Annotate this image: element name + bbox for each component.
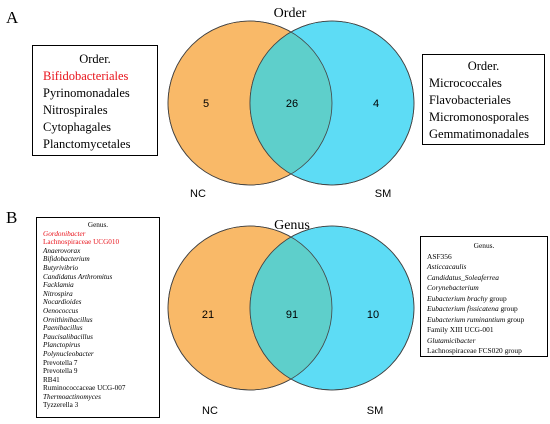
- taxon-item: Polynucleobacter: [43, 349, 94, 358]
- box-header: Genus.: [473, 241, 495, 250]
- taxon-item: Micromonosporales: [429, 110, 529, 124]
- taxon-item: Oenococcus: [43, 306, 79, 315]
- taxon-item: Eubacterium fissicatena group: [427, 304, 547, 315]
- panel-letter-b: B: [6, 208, 18, 227]
- box-header: Genus.: [87, 221, 109, 229]
- taxon-part: group: [487, 293, 507, 303]
- taxon-part: Eubacterium fissicatena: [427, 304, 499, 313]
- taxon-item: Micrococcales: [429, 76, 502, 90]
- panel-letter-a: A: [6, 8, 19, 27]
- box-header: Order.: [79, 52, 111, 66]
- taxon-item: Corynebacterium: [427, 283, 479, 292]
- taxon-item: Ruminococcaceae UCG-007: [43, 384, 126, 393]
- label-sm: SM: [367, 405, 384, 417]
- venn-order: 5 26 4 NC SM Order: [167, 6, 415, 200]
- taxon-item: Anaerovorax: [43, 246, 81, 255]
- taxon-item: Facklamia: [43, 281, 74, 290]
- label-nc: NC: [190, 188, 206, 200]
- taxon-item: Family XIII UCG-001: [427, 325, 494, 334]
- taxon-item: Paenibacillus: [43, 324, 83, 333]
- taxon-part: group: [498, 304, 518, 313]
- taxon-item: Candidatus Arthromitus: [43, 272, 113, 281]
- venn-genus: 21 91 10 NC SM Genus: [167, 218, 415, 417]
- taxon-item: Nitrospirales: [43, 103, 108, 117]
- count-shared: 26: [286, 98, 298, 110]
- taxon-item: Nocardioides: [43, 298, 82, 307]
- taxon-item: Pyrinomonadales: [43, 86, 130, 100]
- taxon-item: Ornithinibacillus: [43, 315, 93, 324]
- box-header: Order.: [467, 59, 500, 73]
- taxon-item: Paucisalibacillus: [43, 332, 93, 341]
- taxon-item: Nitrospira: [43, 289, 73, 298]
- count-right-only: 10: [367, 309, 379, 321]
- label-sm: SM: [375, 188, 392, 200]
- taxon-item: Asticcacaulis: [427, 262, 467, 271]
- taxon-item: Butyrivibrio: [43, 263, 79, 272]
- taxon-item: Planctomycetales: [43, 137, 131, 151]
- taxon-item: Tyzzerella 3: [43, 401, 79, 410]
- taxon-item: Thermoactinomyces: [43, 392, 101, 401]
- taxon-item: Cytophagales: [43, 120, 112, 134]
- count-shared: 91: [286, 309, 298, 321]
- taxon-item: Eubacterium brachy group: [427, 294, 547, 305]
- taxon-part: group: [505, 314, 525, 324]
- taxon-item: Prevotella 7: [43, 358, 78, 367]
- count-left-only: 21: [202, 309, 214, 321]
- taxon-item: ASF356: [427, 251, 452, 261]
- taxon-item: RB41: [43, 375, 60, 384]
- venn-overlap: [250, 21, 332, 185]
- taxon-item: Flavobacteriales: [429, 93, 511, 107]
- venn-outline-sm: [249, 225, 415, 391]
- taxon-item: Glutamicibacter: [427, 335, 476, 345]
- taxon-item: Lachnospiraceae FCS020 group: [427, 346, 522, 355]
- panel-title-order: Order: [274, 6, 307, 21]
- taxon-part: Eubacterium ruminantium: [427, 314, 506, 324]
- venn-outline-nc: [167, 20, 333, 186]
- taxon-item: Eubacterium ruminantium group: [427, 315, 547, 326]
- venn-outline-nc: [167, 225, 333, 391]
- venn-overlap: [250, 226, 332, 390]
- taxon-item: Candidatus_Soleaferrea: [427, 272, 499, 282]
- taxon-item: Lachnospiraceae UCG010: [43, 238, 120, 247]
- panel-title-genus: Genus: [274, 218, 310, 233]
- taxon-item: Prevotella 9: [43, 367, 78, 376]
- taxon-item: Gemmatimonadales: [429, 127, 529, 141]
- taxon-item: Bifidobacteriales: [43, 69, 129, 83]
- taxon-part: Eubacterium brachy: [427, 293, 488, 303]
- count-right-only: 4: [373, 98, 379, 110]
- taxon-item: Gordonibacter: [43, 229, 86, 238]
- taxon-item: Planctopirus: [43, 341, 81, 350]
- count-left-only: 5: [203, 98, 209, 110]
- label-nc: NC: [202, 405, 218, 417]
- venn-outline-sm: [249, 20, 415, 186]
- taxon-item: Bifidobacterium: [43, 255, 90, 264]
